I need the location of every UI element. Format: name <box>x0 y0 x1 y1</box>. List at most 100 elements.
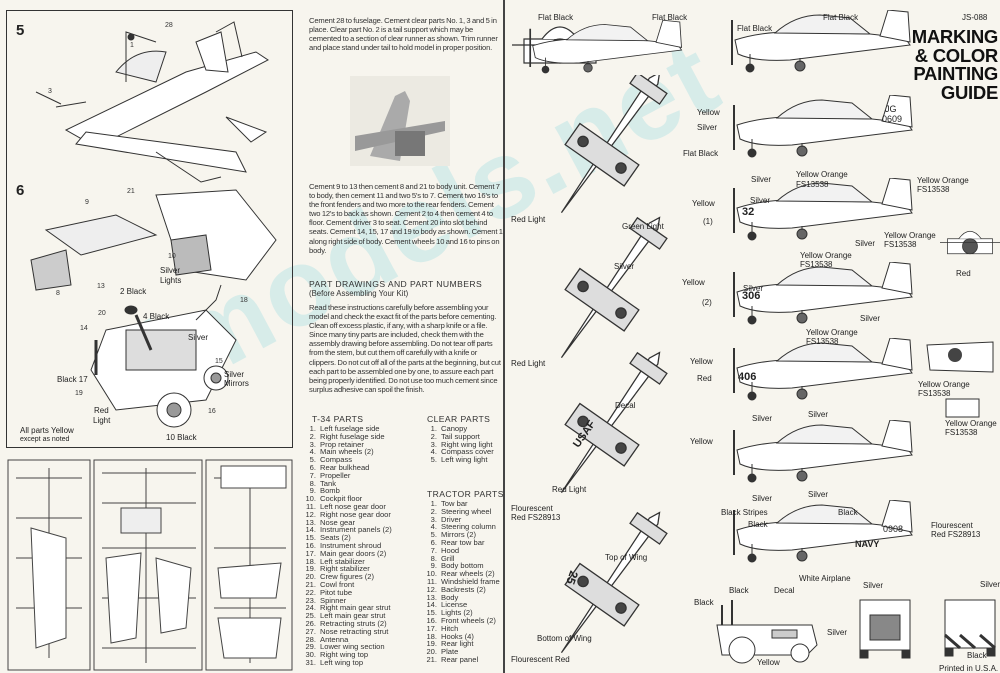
t34-part-item: 18.Left stabilizer <box>300 556 392 566</box>
t34-part-item: 8.Tank <box>300 479 392 488</box>
t34-part-item: 17. Main gear doors (2) <box>300 548 392 558</box>
part-number: 15 <box>215 358 223 365</box>
label-flat-black: Flat Black <box>737 24 773 33</box>
part-name: Left stabilizer <box>320 556 365 566</box>
label-red-light: Red Light <box>511 215 546 224</box>
tractor-part-item: 21.Rear panel <box>421 656 500 664</box>
label-red-light-1: Red <box>94 406 109 415</box>
part-name: Steering wheel <box>441 506 492 516</box>
part-name: Body bottom <box>441 561 484 571</box>
part-name: Retracting struts (2) <box>320 618 387 628</box>
step-6-tractor-drawing <box>30 189 277 428</box>
part-number: 18 <box>240 297 248 304</box>
part-name: Right nose gear door <box>320 509 391 519</box>
label-red: Red <box>956 269 971 278</box>
tractor-part-item: 8. Grill <box>421 553 500 563</box>
part-index: 12. <box>305 509 316 519</box>
tractor-part-item: 1.Tow bar <box>421 500 500 508</box>
part-index: 14. <box>305 525 316 535</box>
part-name: Left wing light <box>441 455 488 465</box>
part-drawings-heading: PART DRAWINGS AND PART NUMBERS <box>309 279 483 289</box>
label-silver-mirrors-2: Mirrors <box>224 379 249 388</box>
tractor-part-item: 17.Hitch <box>421 623 500 633</box>
part-drawings-subheading: (Before Assembling Your Kit) <box>309 289 409 298</box>
label-red: Red <box>697 374 712 383</box>
clear-parts-heading: CLEAR PARTS <box>427 414 491 424</box>
part-name: Antenna <box>320 634 349 644</box>
label-flat-black: Flat Black <box>538 13 574 22</box>
part-name: Grill <box>441 553 455 563</box>
tractor-parts-heading: TRACTOR PARTS <box>427 489 504 499</box>
t34-part-item: 20.Crew figures (2) <box>300 573 392 581</box>
part-name: Seats (2) <box>320 533 351 543</box>
tractor-part-item: 15. Lights (2) <box>421 609 500 617</box>
part-name: Rear light <box>441 639 474 649</box>
part-index: 3. <box>309 439 316 449</box>
part-name: Hitch <box>441 623 459 633</box>
part-name: Compass <box>320 455 353 465</box>
tractor-part-item: 18.Hooks (4) <box>421 632 500 641</box>
parts-sprue-drawings <box>7 459 293 671</box>
part-number: 14 <box>80 325 88 332</box>
part-name: License <box>441 600 468 610</box>
part-name: Driver <box>441 514 462 524</box>
part-name: Tail support <box>441 431 480 441</box>
part-number: 1 <box>130 42 134 49</box>
part-index: 2. <box>309 431 316 441</box>
t34-part-item: 22.Pitot tube <box>300 587 392 597</box>
label-yellow: Yellow <box>690 437 713 446</box>
part-index: 19. <box>305 564 316 574</box>
part-number: 13 <box>97 283 105 290</box>
part-index: 28. <box>305 634 316 644</box>
scheme-1-label: (1) <box>703 217 713 226</box>
part-index: 2. <box>430 506 437 516</box>
label-bottom-of-wing: Bottom of Wing <box>537 634 592 643</box>
tractor-part-item: 2. Steering wheel <box>421 506 500 516</box>
part-index: 5. <box>430 530 437 540</box>
label-yellow-orange: Yellow Orange <box>918 380 970 389</box>
label-silver: Silver <box>863 581 884 590</box>
part-index: 4. <box>430 522 437 532</box>
part-index: 22. <box>305 587 316 597</box>
label-black: Black <box>967 651 987 660</box>
part-name: Prop retainer <box>320 439 364 449</box>
title-line: MARKING <box>911 26 999 47</box>
label-silver: Silver <box>752 494 773 503</box>
part-number: 20 <box>98 310 106 317</box>
label-silver: Silver <box>614 262 635 271</box>
part-name: Steering column <box>441 522 496 532</box>
label-yellow-orange: Yellow Orange <box>800 251 852 260</box>
tail-stand-photo <box>350 76 450 166</box>
part-name: Nose gear <box>320 517 356 527</box>
tractor-part-item: 10.Rear wheels (2) <box>421 570 500 578</box>
marking-color-guide-title: MARKING & COLOR PAINTING GUIDE <box>911 26 999 102</box>
cowl-front-view <box>940 230 1000 255</box>
label-silver-lights-1: Silver <box>160 266 181 275</box>
t34-part-item: 26.Retracting struts (2) <box>300 620 392 628</box>
label-10-black: 10 Black <box>166 433 197 442</box>
part-name: Main gear doors (2) <box>320 548 387 558</box>
part-index: 7. <box>430 545 437 555</box>
t34-part-item: 29.Lower wing section <box>300 643 392 651</box>
tractor-part-item: 4. Steering column <box>421 523 500 531</box>
part-index: 15. <box>426 608 437 618</box>
step-6-number: 6 <box>16 182 25 199</box>
label-yellow-orange: Yellow Orange <box>884 231 936 240</box>
t34-part-item: 14.Instrument panels (2) <box>300 525 391 535</box>
part-name: Lights (2) <box>441 608 473 618</box>
airplane-top-view-3 <box>531 350 690 500</box>
part-index: 14. <box>426 600 437 610</box>
part-index: 8. <box>430 553 437 563</box>
airplane-top-view-4 <box>531 510 690 660</box>
label-white-airplane: White Airplane <box>799 574 851 583</box>
part-number: 21 <box>127 188 135 195</box>
step-5-number: 5 <box>16 22 25 39</box>
part-number: 10 <box>168 253 176 260</box>
t34-part-item: 9.Bomb <box>300 487 392 495</box>
part-index: 17. <box>305 548 316 558</box>
part-index: 2. <box>430 431 437 441</box>
label-silver-lights-2: Lights <box>160 276 182 285</box>
assembly-note-1: All parts Yellow <box>20 426 74 435</box>
t34-part-item: 1.Left fuselage side <box>300 425 392 433</box>
